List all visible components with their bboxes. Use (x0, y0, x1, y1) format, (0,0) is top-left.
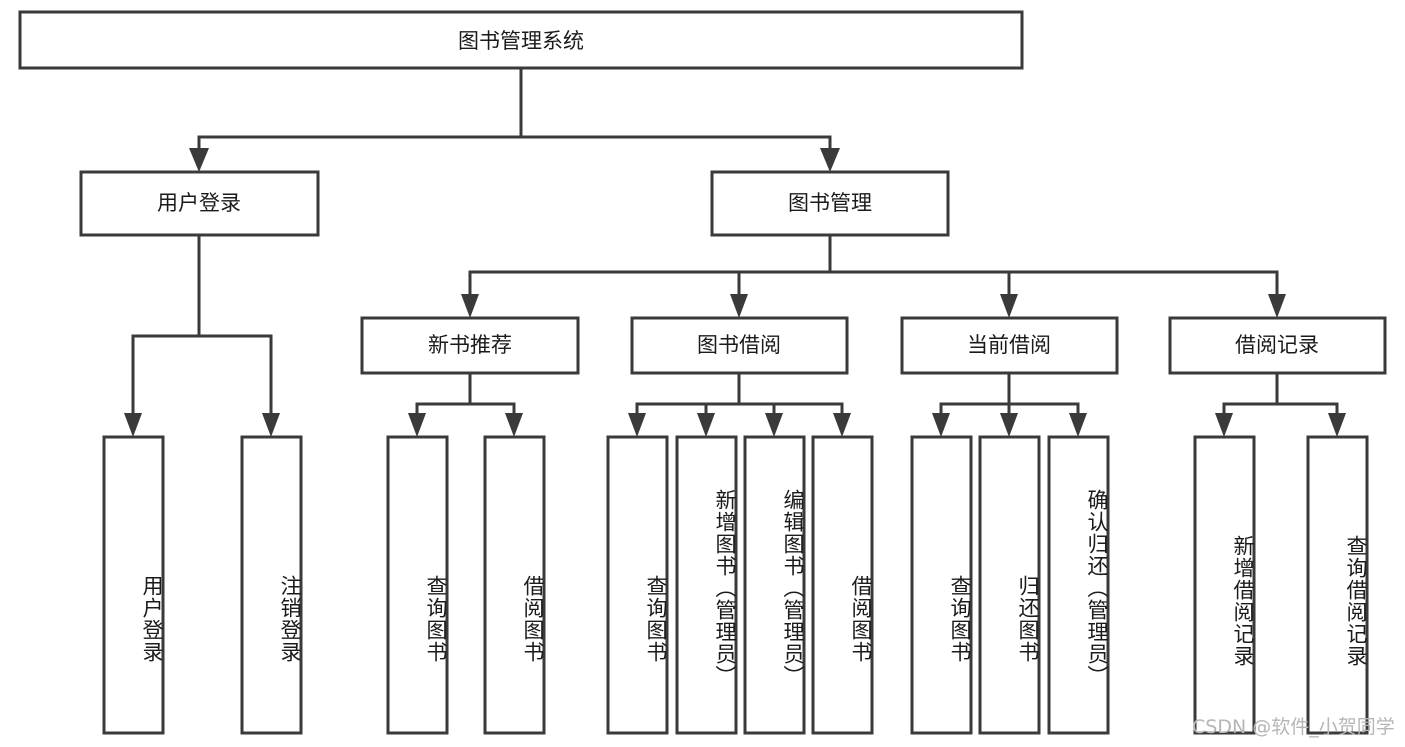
label-new-book-rec: 新书推荐 (428, 333, 512, 357)
label-borrow-record: 借阅记录 (1235, 333, 1319, 357)
node-leaf-confirm-return[interactable] (1047, 435, 1110, 735)
node-leaf-add-book[interactable] (675, 435, 738, 735)
node-borrow-record[interactable] (1168, 316, 1387, 375)
arrowhead-leaf-borrow-book-2 (833, 413, 851, 437)
node-root[interactable] (18, 10, 1024, 70)
node-leaf-add-record[interactable] (1193, 435, 1256, 735)
node-layer (18, 10, 1387, 735)
node-leaf-query-book-1[interactable] (386, 435, 449, 735)
arrowhead-leaf-query-book-1 (408, 413, 426, 437)
node-leaf-edit-book[interactable] (743, 435, 806, 735)
arrowhead-leaf-confirm-return (1069, 413, 1087, 437)
node-leaf-borrow-book-1[interactable] (483, 435, 546, 735)
node-leaf-query-record[interactable] (1306, 435, 1369, 735)
label-book-manage: 图书管理 (788, 191, 872, 215)
arrowhead-book-manage (820, 148, 840, 172)
node-user-login[interactable] (79, 170, 320, 237)
node-new-book-rec[interactable] (360, 316, 580, 375)
node-leaf-return-book[interactable] (978, 435, 1041, 735)
arrowhead-leaf-add-book (697, 413, 715, 437)
node-current-borrow[interactable] (900, 316, 1119, 375)
node-leaf-user-logout[interactable] (240, 435, 303, 735)
arrowhead-leaf-borrow-book-1 (505, 413, 523, 437)
arrowhead-leaf-user-logout (262, 413, 280, 437)
arrowhead-leaf-query-book-2 (628, 413, 646, 437)
node-leaf-query-book-2[interactable] (606, 435, 669, 735)
arrowhead-leaf-user-login (124, 413, 142, 437)
arrowhead-leaf-edit-book (765, 413, 783, 437)
arrowhead-borrow-record (1268, 294, 1286, 318)
arrowhead-book-borrow (730, 294, 748, 318)
arrowhead-user-login (189, 148, 209, 172)
node-leaf-query-book-3[interactable] (910, 435, 973, 735)
arrowhead-new-book-rec (461, 294, 479, 318)
node-leaf-borrow-book-2[interactable] (811, 435, 874, 735)
arrowhead-leaf-return-book (1000, 413, 1018, 437)
watermark-text: CSDN @软件_小贺同学 (1192, 716, 1395, 738)
label-user-login: 用户登录 (157, 191, 241, 215)
node-leaf-user-login[interactable] (102, 435, 165, 735)
label-root: 图书管理系统 (458, 29, 584, 53)
arrowhead-current-borrow (1000, 294, 1018, 318)
node-book-manage[interactable] (710, 170, 950, 237)
arrowhead-leaf-add-record (1215, 413, 1233, 437)
node-book-borrow[interactable] (630, 316, 849, 375)
label-current-borrow: 当前借阅 (967, 333, 1051, 357)
arrowhead-leaf-query-book-3 (932, 413, 950, 437)
arrowhead-leaf-query-record (1328, 413, 1346, 437)
label-book-borrow: 图书借阅 (697, 333, 781, 357)
label-layer: 图书管理系统 用户登录 图书管理 新书推荐 图书借阅 当前借阅 借阅记录 (157, 29, 1319, 357)
connector-layer (124, 66, 1346, 437)
